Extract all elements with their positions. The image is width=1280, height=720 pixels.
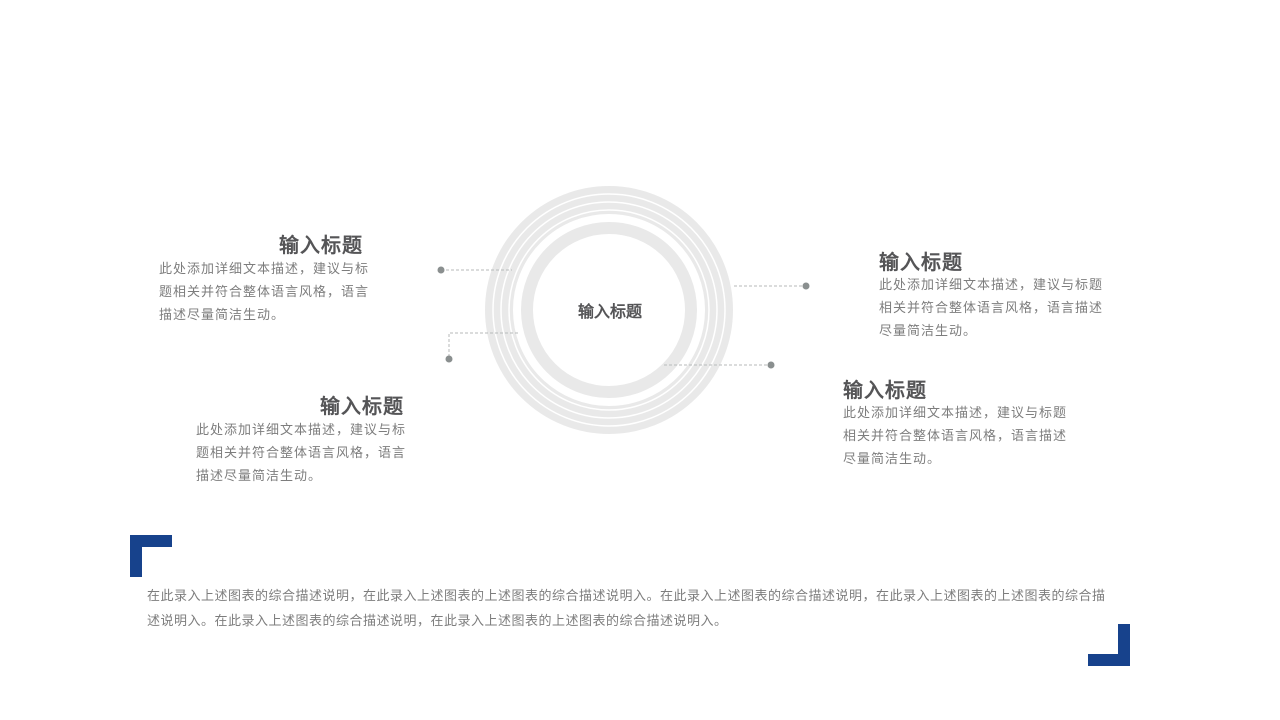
connector-dot-top-right	[802, 282, 810, 290]
connector-dot-bottom-left	[445, 355, 453, 363]
item-title-top-left: 输入标题	[279, 233, 363, 257]
corner-bracket-bottom-right	[1088, 624, 1130, 666]
inner-ring	[521, 222, 697, 398]
item-title-top-right: 输入标题	[879, 250, 963, 274]
connector-line-bottom-left	[448, 332, 518, 358]
item-title-bottom-right: 输入标题	[843, 378, 927, 402]
ring-divider-1	[508, 209, 710, 411]
item-desc-top-left: 此处添加详细文本描述，建议与标题相关并符合整体语言风格，语言描述尽量简洁生动。	[159, 262, 370, 323]
connector-dot-top-left	[437, 266, 445, 274]
ring-divider-2	[500, 201, 718, 419]
ring-divider-3	[492, 193, 726, 427]
connector-dot-bottom-right	[767, 361, 775, 369]
item-title-bottom-left: 输入标题	[320, 394, 404, 418]
center-title: 输入标题	[577, 302, 642, 321]
outer-ring	[485, 186, 733, 434]
corner-bracket-top-left	[130, 535, 172, 577]
summary-text: 在此录入上述图表的综合描述说明，在此录入上述图表的上述图表的综合描述说明入。在此…	[147, 589, 1106, 629]
item-desc-top-right: 此处添加详细文本描述，建议与标题相关并符合整体语言风格，语言描述尽量简洁生动。	[879, 278, 1104, 339]
item-desc-bottom-right: 此处添加详细文本描述，建议与标题相关并符合整体语言风格，语言描述尽量简洁生动。	[843, 406, 1068, 467]
item-desc-bottom-left: 此处添加详细文本描述，建议与标题相关并符合整体语言风格，语言描述尽量简洁生动。	[196, 423, 407, 484]
